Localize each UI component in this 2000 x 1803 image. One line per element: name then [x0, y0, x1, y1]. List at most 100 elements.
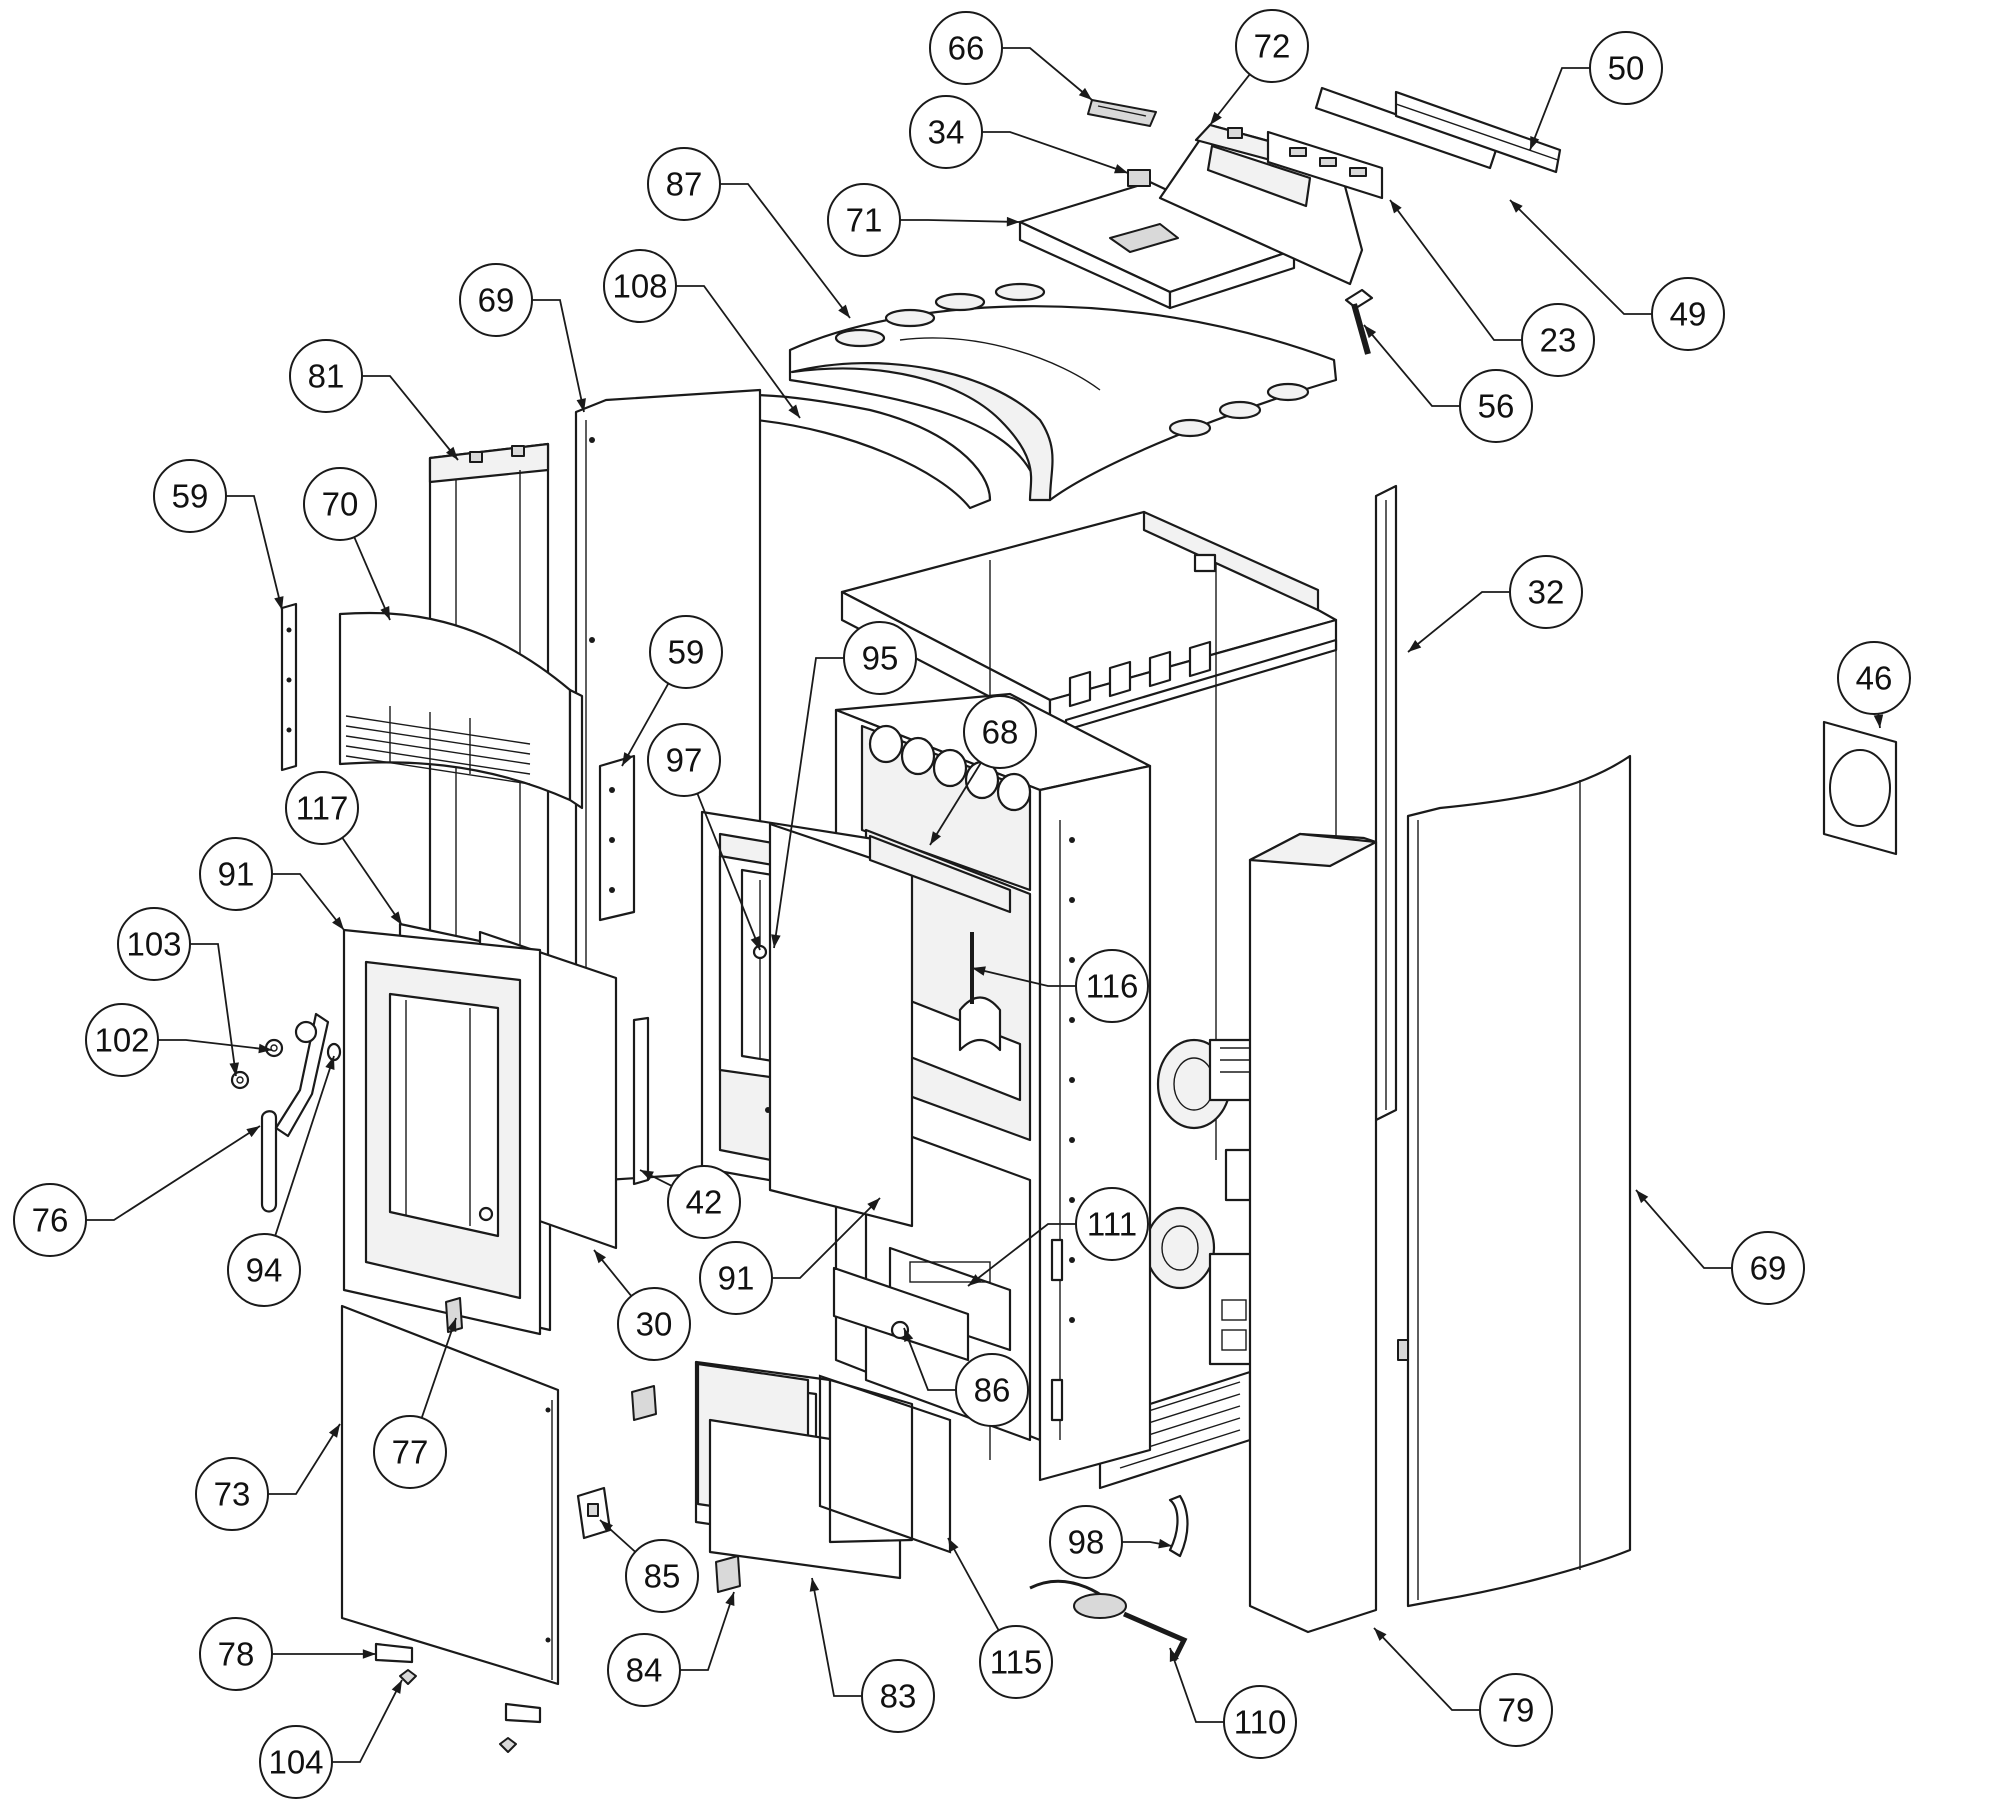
callout-leader [353, 536, 391, 621]
callout-bubble [617, 1287, 691, 1361]
callout-bubble [963, 695, 1037, 769]
callout-leader [420, 1317, 457, 1419]
callout-bubble [647, 723, 721, 797]
stove-parts [230, 86, 1898, 1753]
callout-bubble [199, 837, 273, 911]
bushing-102 [264, 1038, 284, 1058]
callout-arrowhead [948, 1538, 959, 1552]
inner-top-108 [748, 393, 992, 510]
callout-arrowhead [1510, 200, 1523, 213]
callout-number: 59 [172, 478, 209, 515]
front-grille-70 [338, 611, 584, 810]
callout-number: 77 [392, 1434, 429, 1471]
callout-number: 72 [1254, 28, 1291, 65]
callout-leader [982, 131, 1129, 174]
callout-number: 71 [846, 202, 883, 239]
callout-103: 103 [117, 907, 239, 1077]
callout-arrowhead [594, 1250, 607, 1264]
callout-115: 115 [947, 1537, 1053, 1699]
callout-95: 95 [771, 621, 917, 949]
callout-72: 72 [1209, 9, 1309, 126]
callout-arrowhead [904, 1328, 914, 1342]
callout-leader [811, 1577, 862, 1697]
callout-number: 70 [322, 486, 359, 523]
callout-number: 30 [636, 1306, 673, 1343]
callout-number: 110 [1234, 1704, 1287, 1741]
callout-arrowhead [1390, 200, 1402, 214]
callout-leader [226, 495, 283, 611]
side-panel-69-right [1397, 754, 1632, 1608]
callout-leader [621, 682, 670, 767]
callout-bubble [1479, 1673, 1553, 1747]
callout-bubble [303, 467, 377, 541]
rod-56 [1344, 288, 1374, 355]
callout-leader [680, 1591, 735, 1671]
callout-50: 50 [1529, 31, 1663, 151]
callout-86: 86 [903, 1327, 1029, 1427]
callout-number: 34 [928, 114, 965, 151]
callout-73: 73 [195, 1423, 341, 1531]
callout-bubble [667, 1165, 741, 1239]
callout-bubble [929, 11, 1003, 85]
part-66 [1087, 99, 1157, 127]
callout-bubble [909, 95, 983, 169]
callout-leader [929, 762, 982, 846]
callout-bubble [195, 1457, 269, 1531]
callout-number: 49 [1670, 296, 1707, 333]
callout-leader [268, 1423, 341, 1495]
callout-46: 46 [1837, 641, 1911, 729]
callout-arrowhead [930, 831, 942, 845]
callout-leader [1407, 591, 1510, 653]
callout-bubble [843, 621, 917, 695]
callout-23: 23 [1389, 199, 1595, 377]
callout-leader [272, 873, 345, 931]
callout-arrowhead [328, 1424, 340, 1438]
callout-arrowhead [1873, 714, 1884, 728]
callout-leader [720, 183, 851, 319]
callout-108: 108 [603, 249, 801, 419]
callout-bubble [1459, 369, 1533, 443]
nut-103 [230, 1070, 250, 1090]
callout-117: 117 [285, 771, 403, 926]
callout-leader [158, 1039, 273, 1051]
callout-number: 42 [686, 1184, 723, 1221]
callout-68: 68 [929, 695, 1037, 846]
callout-leader [947, 1537, 1000, 1631]
callout-34: 34 [909, 95, 1129, 174]
callout-arrowhead [246, 1126, 260, 1138]
callout-leader [900, 219, 1021, 223]
callout-arrowhead [968, 1274, 982, 1286]
callout-85: 85 [599, 1519, 699, 1613]
bracket-98 [1168, 1494, 1189, 1558]
callout-bubble [861, 1659, 935, 1733]
callout-leader [341, 837, 403, 926]
display-board-23 [1266, 130, 1384, 200]
ash-drawer-83 [694, 1360, 914, 1580]
callout-arrowhead [1114, 164, 1128, 174]
callout-number: 59 [668, 634, 705, 671]
callout-bubble [1731, 1231, 1805, 1305]
callout-arrowhead [838, 304, 850, 318]
callout-leader [971, 967, 1076, 987]
callout-76: 76 [13, 1125, 261, 1257]
callout-leader [772, 1197, 881, 1279]
callout-number: 83 [880, 1678, 917, 1715]
callout-bubble [13, 1183, 87, 1257]
callout-arrowhead [229, 1062, 239, 1076]
callout-bubble [647, 147, 721, 221]
callout-number: 78 [218, 1636, 255, 1673]
callout-leader [1509, 199, 1652, 315]
callout-arrowhead [274, 596, 284, 610]
callout-arrowhead [390, 911, 402, 925]
callout-77: 77 [373, 1317, 457, 1489]
callout-arrowhead [258, 1043, 272, 1054]
callout-number: 73 [214, 1476, 251, 1513]
callout-66: 66 [929, 11, 1093, 101]
callout-number: 76 [32, 1202, 69, 1239]
power-cord-110 [1029, 1579, 1188, 1662]
room-fan [1144, 1148, 1260, 1366]
callout-56: 56 [1363, 324, 1533, 443]
callout-111: 111 [967, 1187, 1149, 1287]
